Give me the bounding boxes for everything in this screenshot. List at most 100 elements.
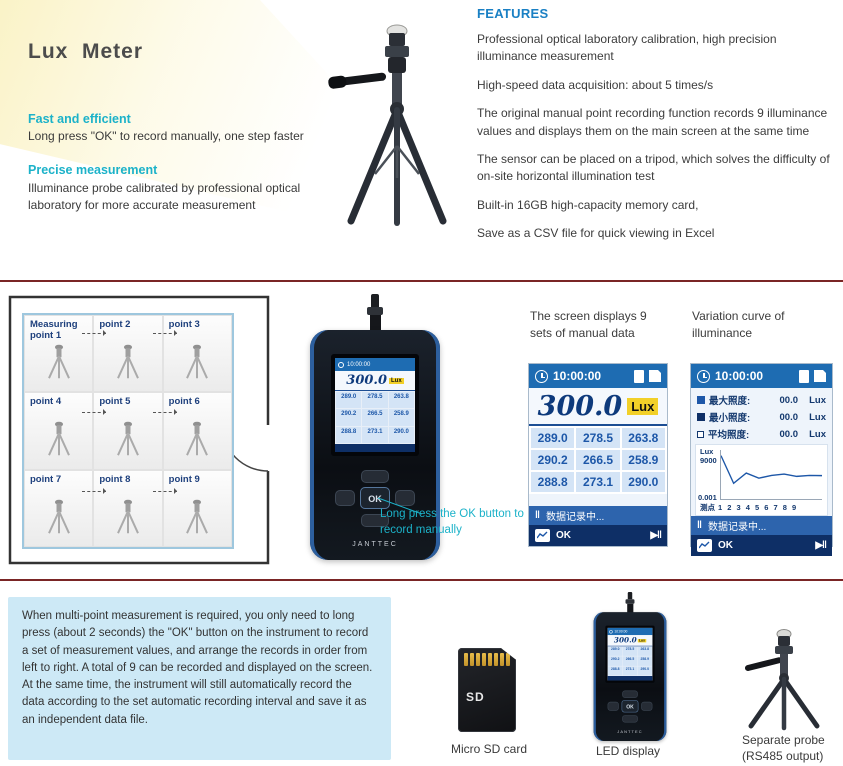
fast-text: Long press "OK" to record manually, one … — [28, 129, 304, 143]
sd-contacts — [458, 648, 516, 666]
probe-connector — [367, 294, 383, 332]
mini-tripod-icon — [47, 499, 70, 535]
measuring-cell: point 9 — [162, 469, 232, 547]
separate-probe-photo — [736, 626, 831, 737]
separate-probe-label: Separate probe (RS485 output) — [742, 733, 825, 763]
section-divider — [0, 280, 843, 282]
precise-text: Illuminance probe calibrated by professi… — [28, 181, 301, 213]
feature-item: The sensor can be placed on a tripod, wh… — [477, 151, 830, 184]
down-button — [361, 514, 389, 527]
section-divider — [0, 579, 843, 581]
illuminance-curve-line — [721, 455, 822, 485]
screen-statusbar: 10:00:00 — [529, 364, 667, 388]
legend-square-icon — [697, 413, 705, 421]
ok-label: OK — [556, 530, 571, 541]
ok-button: OK — [621, 700, 639, 713]
left-button — [335, 490, 355, 506]
screen-menubar — [335, 444, 415, 452]
mini-tripod-icon — [116, 344, 139, 380]
y-axis-max: 9000 — [700, 456, 717, 465]
flow-arrow-icon — [82, 330, 106, 336]
button-pad: OK — [335, 470, 415, 530]
save-icon — [814, 370, 826, 382]
features-section: FEATURES Professional optical laboratory… — [477, 6, 837, 254]
screen-time: 10:00:00 — [553, 369, 602, 383]
measuring-cell: point 8 — [93, 469, 163, 547]
measuring-cell: point 2 — [93, 315, 163, 393]
ok-callout-text: Long press the OK button to record manua… — [380, 508, 524, 536]
micro-sd-card: SD — [458, 648, 516, 732]
y-axis-min: 0.001 — [698, 493, 717, 502]
callout-pointer-line — [377, 497, 423, 515]
led-display-label: LED display — [595, 744, 661, 758]
screen-statusbar: 10:00:00 — [607, 627, 653, 636]
unit-chip: Lux — [627, 397, 659, 415]
fast-heading: Fast and efficient — [28, 112, 131, 126]
flow-arrow-icon — [153, 488, 177, 494]
clock-icon — [609, 629, 613, 634]
measuring-grid: Measuring point 1 point 2 point 3 point … — [22, 313, 234, 549]
clock-icon — [338, 361, 344, 368]
measuring-cell: point 7 — [24, 469, 94, 547]
probe-tripod-icon — [744, 629, 820, 731]
left-button — [607, 701, 619, 711]
file-icon — [634, 369, 644, 383]
screen-time: 10:00:00 — [715, 369, 764, 383]
probe-connector — [625, 592, 635, 614]
curve-screen-caption: Variation curve of illuminance — [692, 309, 785, 341]
current-reading: 300.0 Lux — [529, 388, 667, 426]
flow-arrow-icon — [82, 488, 106, 494]
measuring-cell: point 6 — [162, 392, 232, 470]
manual-screen-caption: The screen displays 9 sets of manual dat… — [530, 309, 647, 341]
screen-menubar: OK ▶‖ — [691, 535, 832, 556]
down-button — [622, 715, 638, 723]
right-button — [641, 701, 653, 711]
y-axis-unit: Lux — [700, 447, 714, 456]
screen-statusbar: 10:00:00 — [691, 364, 832, 388]
play-pause-icon: ▶‖ — [815, 540, 827, 551]
sd-label-on-card: SD — [466, 690, 485, 704]
mini-tripod-icon — [116, 499, 139, 535]
flow-arrow-icon — [82, 409, 106, 415]
brand-label: JANTTEC — [617, 730, 643, 735]
button-pad: OK — [607, 690, 653, 725]
measuring-cell: point 3 — [162, 315, 232, 393]
feature-item: High-speed data acquisition: about 5 tim… — [477, 77, 714, 92]
legend-square-icon — [697, 396, 705, 404]
legend-row: 最大照度: 00.0 Lux — [697, 393, 826, 407]
screen-time: 10:00:00 — [347, 361, 371, 368]
recording-status: ‖ 数据记录中... — [691, 516, 832, 535]
screen-time: 10:00:00 — [614, 629, 628, 634]
right-button — [395, 490, 415, 506]
chart-icon — [697, 539, 712, 552]
feature-item: Built-in 16GB high-capacity memory card, — [477, 197, 699, 212]
up-button — [622, 690, 638, 698]
features-heading: FEATURES — [477, 6, 549, 21]
legend-square-icon — [697, 430, 704, 438]
ok-button: OK — [360, 487, 390, 509]
feature-item: Save as a CSV file for quick viewing in … — [477, 226, 715, 241]
legend-row: 平均照度: 00.0 Lux — [697, 427, 826, 441]
screen-statusbar: 10:00:00 — [335, 358, 415, 371]
floorplan-diagram: Measuring point 1 point 2 point 3 point … — [6, 293, 272, 567]
up-button — [361, 470, 389, 483]
screen-menubar — [607, 676, 653, 681]
file-icon — [799, 369, 809, 383]
measuring-cell: point 5 — [93, 392, 163, 470]
save-icon — [649, 370, 661, 382]
chart-icon — [535, 529, 550, 542]
flow-arrow-icon — [153, 409, 177, 415]
sd-card-label: Micro SD card — [450, 742, 527, 756]
mini-tripod-icon — [116, 421, 139, 457]
tripod-icon — [328, 24, 447, 226]
brand-label: JANTTEC — [352, 541, 398, 548]
